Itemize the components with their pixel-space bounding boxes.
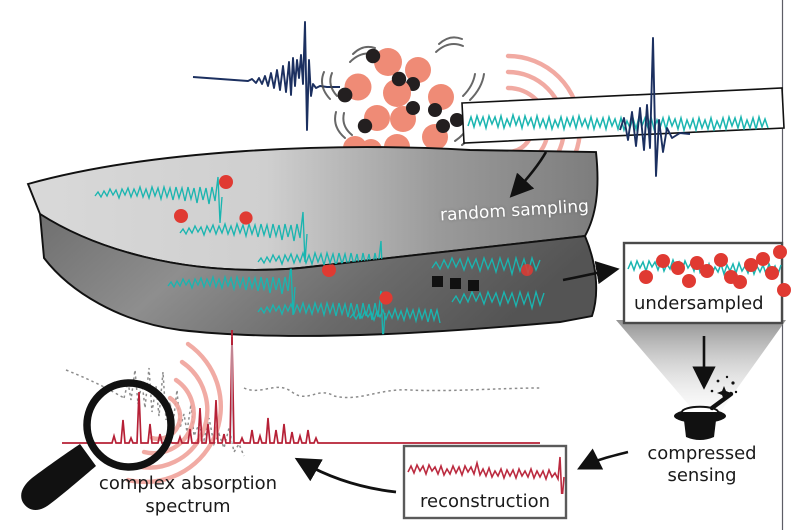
undersampled-sample-dots	[639, 245, 791, 297]
detected-fid-trace	[467, 112, 769, 133]
excitation-pulse-right	[619, 37, 691, 177]
arrow-hat-to-reconstruction	[577, 448, 629, 470]
sheet-fid-traces-upper	[94, 175, 386, 270]
magic-hat-icon	[674, 375, 738, 440]
label-spectrum-line1: complex absorption	[98, 473, 278, 494]
ellipsis-squares	[432, 276, 479, 291]
magnifier-icon	[21, 379, 175, 510]
undersampled-box	[622, 241, 791, 325]
label-undersampled: undersampled	[634, 293, 764, 314]
arrow-sheet-to-undersampled	[562, 261, 620, 285]
reconstruction-box	[402, 444, 568, 520]
arrow-reconstruction-to-spectrum	[294, 457, 397, 494]
label-spectrum-line2: spectrum	[145, 496, 231, 517]
label-reconstruction: reconstruction	[419, 491, 551, 512]
sheet-sample-dots-lower	[322, 263, 533, 305]
detected-fid-panel	[461, 87, 785, 144]
reconstruction-trace	[407, 456, 565, 494]
excitation-pulse-left	[192, 21, 340, 131]
arrow-rf-to-sheet	[509, 151, 548, 198]
sheet-sample-dots-upper	[174, 175, 253, 225]
sampling-sheet	[26, 146, 599, 337]
sheet-fid-traces-lower	[167, 255, 545, 336]
magic-wand-icon	[709, 375, 738, 411]
label-compressed-sensing-line2: sensing	[667, 465, 737, 486]
label-compressed-sensing-line1: compressed	[647, 443, 757, 464]
